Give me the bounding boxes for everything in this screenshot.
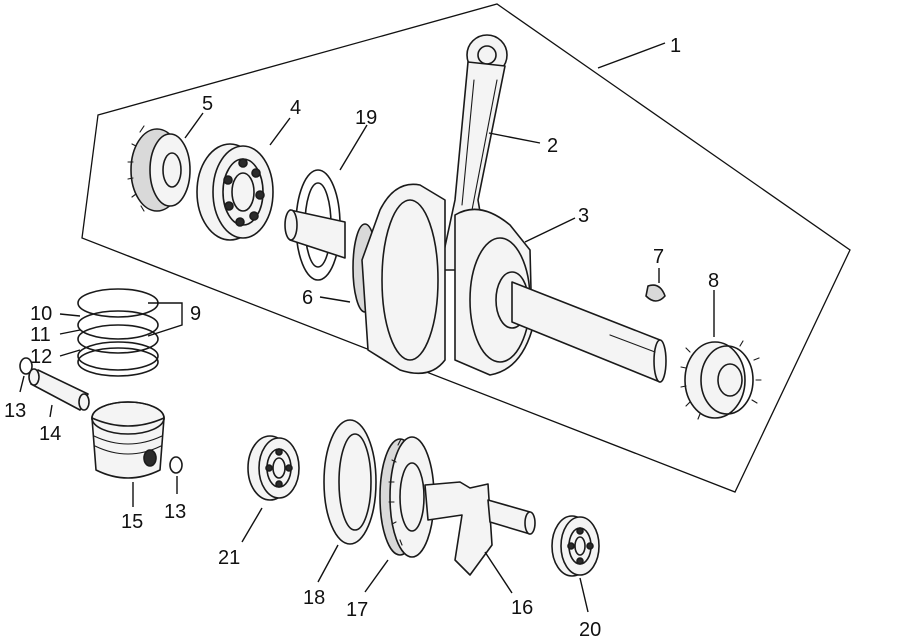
callout-1: 1 — [670, 35, 681, 57]
callout-17: 17 — [346, 599, 368, 621]
part-18-washer — [323, 419, 377, 545]
callout-6: 6 — [302, 287, 313, 309]
leader-2 — [488, 132, 541, 144]
leader-18 — [317, 544, 339, 583]
callout-3: 3 — [578, 205, 589, 227]
callout-20: 20 — [579, 619, 601, 641]
leader-20 — [579, 577, 589, 613]
parts-9-12-piston-rings — [77, 288, 159, 377]
part-13-circlips — [19, 357, 183, 474]
leader-17 — [364, 559, 389, 593]
part-14-piston-pin — [28, 368, 90, 411]
part-5-gear — [127, 125, 191, 212]
callout-14: 14 — [39, 423, 61, 445]
leader-lines — [19, 42, 715, 613]
leader-3 — [524, 217, 576, 243]
part-8-drive-gear — [680, 340, 762, 420]
leader-6 — [319, 296, 351, 303]
callout-2: 2 — [547, 135, 558, 157]
callout-4: 4 — [290, 97, 301, 119]
leader-1 — [597, 42, 666, 69]
leader-11 — [59, 329, 81, 335]
part-21-bearing — [247, 435, 300, 501]
leader-12 — [59, 349, 81, 357]
part-15-piston — [91, 401, 165, 479]
leader-5 — [184, 112, 204, 139]
part-20-bearing — [551, 515, 600, 577]
callout-7: 7 — [653, 246, 664, 268]
part-7-key — [645, 284, 666, 302]
callout-9: 9 — [190, 303, 201, 325]
leader-14 — [49, 404, 53, 418]
callout-19: 19 — [355, 107, 377, 129]
callout-16: 16 — [511, 597, 533, 619]
leader-19 — [339, 124, 368, 171]
callout-13-right: 13 — [164, 501, 186, 523]
leader-16 — [484, 551, 513, 594]
leader-9 — [147, 302, 183, 337]
leader-13a — [19, 375, 25, 393]
callout-10: 10 — [30, 303, 52, 325]
callout-labels: 1 2 3 4 5 6 7 8 9 10 11 12 13 13 14 15 1… — [4, 35, 719, 641]
leader-21 — [241, 507, 263, 543]
part-16-balancer-shaft — [424, 481, 536, 576]
callout-18: 18 — [303, 587, 325, 609]
callout-11: 11 — [30, 324, 51, 346]
callout-5: 5 — [202, 93, 213, 115]
part-3-crankshaft — [284, 183, 667, 383]
callout-21: 21 — [218, 547, 240, 569]
callout-8: 8 — [708, 270, 719, 292]
crankshaft-assembly-frame — [81, 3, 851, 493]
part-17-gear — [379, 436, 435, 558]
callout-13-left: 13 — [4, 400, 26, 422]
leader-10 — [59, 313, 81, 317]
callout-12: 12 — [30, 346, 52, 368]
part-4-bearing — [196, 143, 274, 241]
callout-15: 15 — [121, 511, 143, 533]
leader-4 — [269, 117, 291, 146]
